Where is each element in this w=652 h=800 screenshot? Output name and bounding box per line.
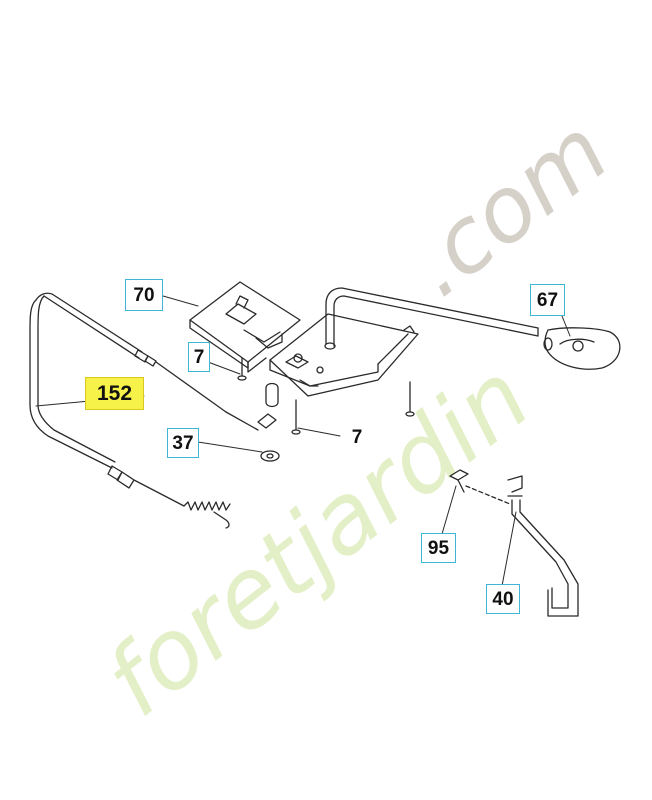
link-rod <box>507 475 579 617</box>
watermark-brand: foretjardin <box>85 341 550 738</box>
throttle-handle-rod <box>324 287 621 370</box>
washer <box>260 450 280 462</box>
callout-152[interactable]: 152 <box>85 377 144 410</box>
callout-37[interactable]: 37 <box>167 428 199 458</box>
bolt <box>449 469 511 505</box>
mounting-bracket <box>189 281 301 373</box>
control-cable <box>29 292 259 529</box>
callout-95[interactable]: 95 <box>421 533 456 563</box>
screw-7-left <box>237 357 247 381</box>
callout-67[interactable]: 67 <box>530 284 565 316</box>
watermark: foretjardin .com <box>85 99 627 738</box>
callout-40[interactable]: 40 <box>486 584 520 614</box>
lever-plate <box>265 313 419 408</box>
screw-7-right <box>291 381 415 435</box>
callout-70[interactable]: 70 <box>125 279 163 311</box>
callout-7-right[interactable]: 7 <box>351 426 363 448</box>
callout-7-left[interactable]: 7 <box>188 342 210 372</box>
watermark-suffix: .com <box>389 99 628 318</box>
cable-clamp <box>257 413 277 429</box>
